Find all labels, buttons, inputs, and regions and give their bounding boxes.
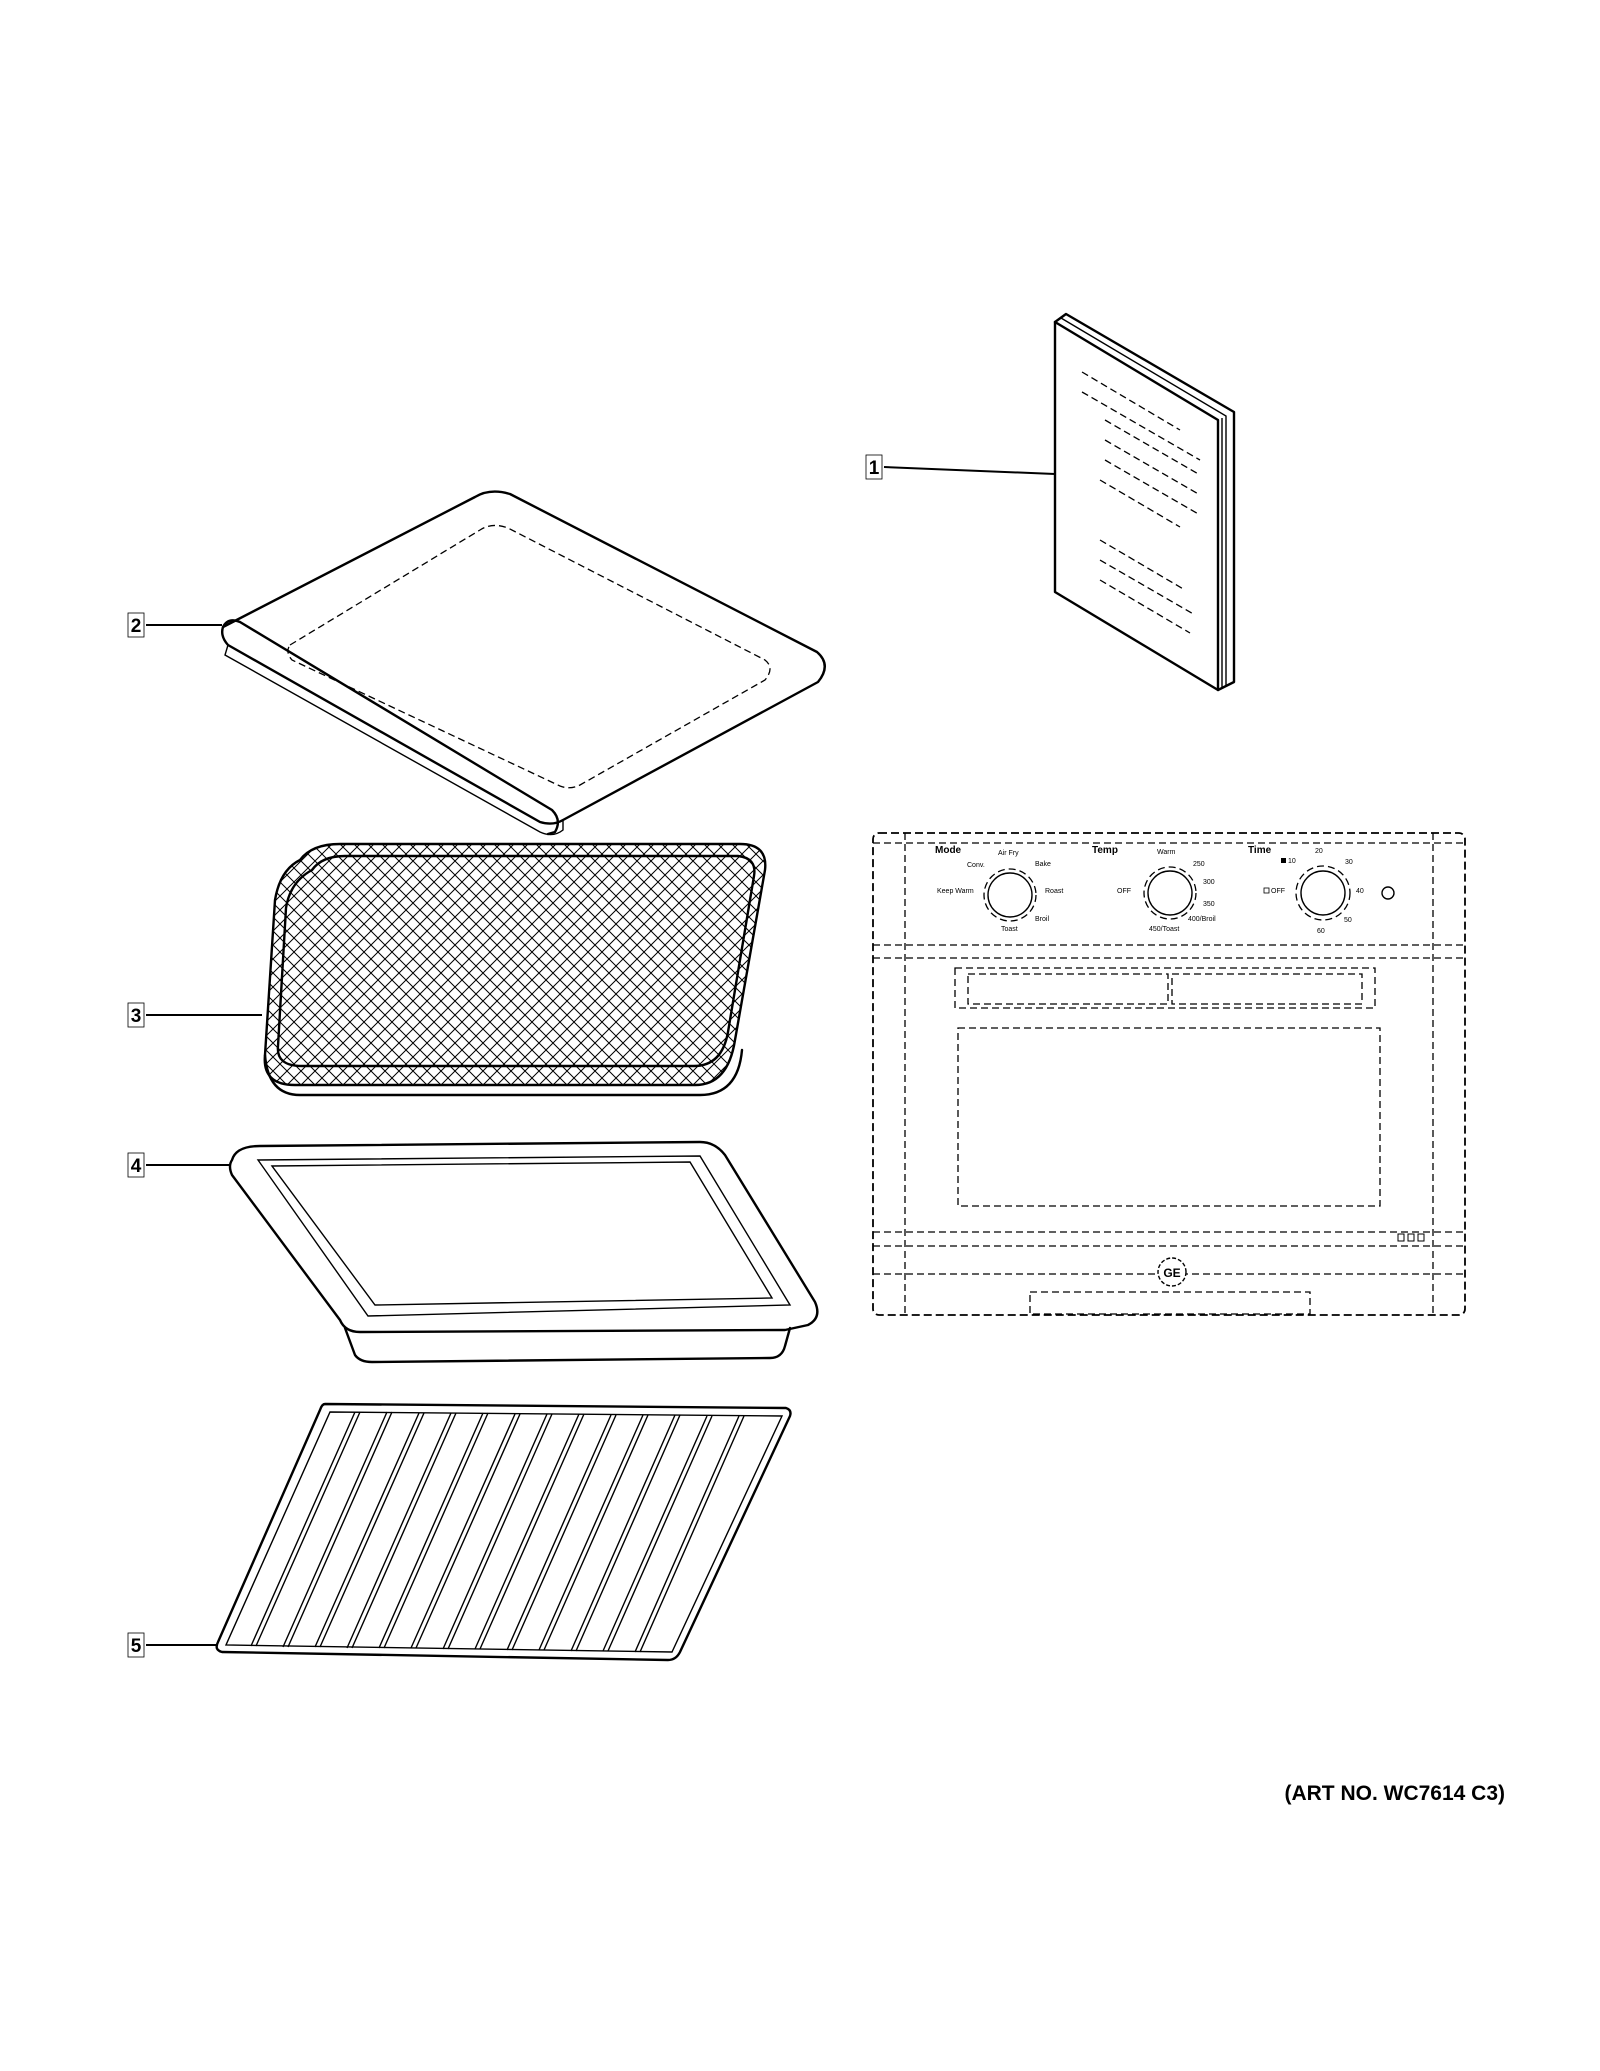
svg-text:Warm: Warm xyxy=(1157,849,1176,856)
svg-text:Roast: Roast xyxy=(1045,888,1063,895)
svg-text:60: 60 xyxy=(1317,928,1325,935)
svg-text:20: 20 xyxy=(1315,848,1323,855)
temp-dial: Temp Warm 250 300 350 400/Broil 450/Toas… xyxy=(1092,845,1216,933)
callout-5: 5 xyxy=(127,1632,218,1658)
part-5-oven-rack xyxy=(215,1402,792,1662)
svg-text:OFF: OFF xyxy=(1117,888,1131,895)
svg-text:40: 40 xyxy=(1356,888,1364,895)
svg-text:Conv.: Conv. xyxy=(967,862,985,869)
svg-text:10: 10 xyxy=(1288,858,1296,865)
svg-text:OFF: OFF xyxy=(1271,888,1285,895)
callout-1: 1 xyxy=(865,454,1056,480)
part-1-manual xyxy=(1053,312,1236,692)
callout-2: 2 xyxy=(127,612,222,638)
callout-5-label: 5 xyxy=(131,1636,142,1657)
svg-text:Air Fry: Air Fry xyxy=(998,850,1019,857)
time-dial: Time 10 20 30 40 50 60 OFF xyxy=(1248,845,1395,935)
part-4-baking-pan xyxy=(228,1140,819,1364)
svg-text:250: 250 xyxy=(1193,861,1205,868)
svg-text:400/Broil: 400/Broil xyxy=(1188,916,1216,923)
svg-text:300: 300 xyxy=(1203,879,1215,886)
callout-2-label: 2 xyxy=(131,616,142,637)
mode-title: Mode xyxy=(935,845,962,856)
svg-text:Broil: Broil xyxy=(1035,916,1049,923)
callout-4-label: 4 xyxy=(131,1156,142,1177)
oven-reference: GE Mode Air Fry Bake Roast Broil Toast K… xyxy=(872,832,1466,1316)
callout-4: 4 xyxy=(127,1152,230,1178)
svg-text:50: 50 xyxy=(1344,917,1352,924)
svg-text:Keep Warm: Keep Warm xyxy=(937,888,974,895)
callout-3: 3 xyxy=(127,1002,262,1028)
svg-text:350: 350 xyxy=(1203,901,1215,908)
ge-logo: GE xyxy=(1157,1257,1187,1287)
time-title: Time xyxy=(1248,845,1272,856)
rack-wires xyxy=(250,1411,745,1653)
svg-text:Toast: Toast xyxy=(1001,926,1018,933)
brand-logo-text: GE xyxy=(1163,1266,1180,1280)
art-number: (ART NO. WC7614 C3) xyxy=(1284,1782,1505,1805)
mode-dial: Mode Air Fry Bake Roast Broil Toast Keep… xyxy=(935,845,1063,933)
svg-text:Bake: Bake xyxy=(1035,861,1051,868)
svg-text:450/Toast: 450/Toast xyxy=(1149,926,1179,933)
part-3-air-fry-basket xyxy=(263,842,767,1097)
callout-1-label: 1 xyxy=(869,458,880,479)
manual-text-lines xyxy=(1081,371,1201,634)
power-indicator-icon xyxy=(1381,886,1395,900)
oven-indicator-marks xyxy=(1397,1233,1425,1242)
svg-text:30: 30 xyxy=(1345,859,1353,866)
part-2-crumb-tray xyxy=(220,490,826,836)
callout-3-label: 3 xyxy=(131,1006,142,1027)
temp-title: Temp xyxy=(1092,845,1118,856)
